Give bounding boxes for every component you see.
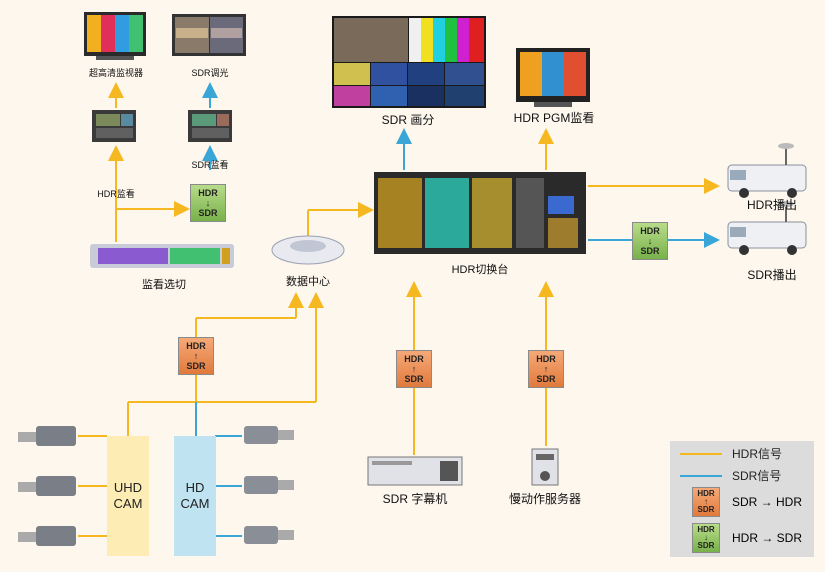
pgm-label: HDR PGM监看 bbox=[513, 111, 595, 125]
camera-icon bbox=[18, 476, 76, 496]
legend-down-converter: HDR ↓ SDR bbox=[692, 523, 720, 553]
down-converter-monitor: HDR ↓ SDR bbox=[190, 184, 226, 222]
legend-hdr-signal: HDR信号 bbox=[670, 445, 814, 465]
monitor-router-icon bbox=[90, 244, 234, 268]
sdr-broadcast-van-icon bbox=[727, 201, 807, 255]
conv-text: HDR bbox=[186, 341, 206, 351]
caption-generator-label: SDR 字幕机 bbox=[382, 492, 448, 506]
camera-icon bbox=[244, 476, 294, 494]
conv-text: HDR bbox=[640, 226, 660, 236]
switcher-label: HDR切换台 bbox=[451, 264, 509, 276]
uhd-cam-bar: UHD CAM bbox=[107, 436, 149, 556]
conv-text: SDR bbox=[697, 505, 715, 514]
uhd-monitor-icon bbox=[84, 12, 146, 60]
router-label: 监看选切 bbox=[142, 279, 186, 291]
hdr-monitoring-label: HDR监看 bbox=[97, 189, 135, 199]
conv-text: SDR bbox=[404, 374, 424, 384]
camera-icon bbox=[18, 426, 76, 446]
conv-text: HDR bbox=[404, 354, 424, 364]
camera-icon bbox=[244, 526, 294, 544]
multiview-screen-icon bbox=[332, 16, 486, 108]
sdr-broadcast-label: SDR播出 bbox=[747, 268, 797, 282]
conv-arrow: ↑ bbox=[704, 497, 708, 506]
uhd-cam-label-2: CAM bbox=[113, 496, 143, 511]
conv-text: SDR bbox=[536, 374, 556, 384]
hdr-switcher-icon bbox=[374, 172, 586, 254]
conv-text: SDR bbox=[697, 541, 715, 550]
conv-arrow: ↑ bbox=[543, 364, 549, 374]
legend-hdr-text: HDR信号 bbox=[732, 447, 782, 461]
uhd-camera-icons bbox=[18, 426, 76, 546]
pgm-monitor-icon bbox=[516, 48, 590, 107]
hd-camera-icons bbox=[244, 426, 294, 544]
conv-arrow: ↓ bbox=[704, 533, 708, 542]
conv-text: HDR bbox=[536, 354, 556, 364]
conv-text: HDR bbox=[697, 489, 715, 498]
hdr-broadcast-van-icon bbox=[727, 143, 807, 198]
legend-sdr-text: SDR信号 bbox=[732, 469, 782, 483]
up-converter-slowmo: HDR ↑ SDR bbox=[528, 350, 564, 388]
legend-up-converter: HDR ↑ SDR bbox=[692, 487, 720, 517]
data-center-icon bbox=[271, 235, 345, 265]
data-center-label: 数据中心 bbox=[286, 276, 330, 288]
up-converter-hd-cam: HDR ↑ SDR bbox=[178, 337, 214, 375]
up-converter-caption: HDR ↑ SDR bbox=[396, 350, 432, 388]
conv-text: HDR bbox=[198, 188, 218, 198]
conv-arrow: ↓ bbox=[205, 198, 211, 208]
sdr-adjust-label: SDR调光 bbox=[191, 68, 229, 78]
hd-cam-label-2: CAM bbox=[180, 496, 210, 511]
conv-text: HDR bbox=[697, 525, 715, 534]
multiview-label: SDR 画分 bbox=[381, 113, 435, 127]
camera-icon bbox=[244, 426, 294, 444]
hdr-broadcast-label: HDR播出 bbox=[747, 198, 797, 212]
conv-arrow: ↑ bbox=[193, 351, 199, 361]
hdr-waveform-monitor-icon bbox=[92, 110, 136, 142]
slowmo-server-label: 慢动作服务器 bbox=[508, 492, 582, 506]
uhd-cam-label-1: UHD bbox=[113, 480, 143, 495]
sdr-adjust-monitor-icon bbox=[172, 14, 246, 56]
conv-text: SDR bbox=[186, 361, 206, 371]
conv-arrow: ↑ bbox=[411, 364, 417, 374]
legend: HDR信号 SDR信号 HDR ↑ SDR SDR → HDR HDR ↓ SD… bbox=[670, 441, 814, 557]
camera-icon bbox=[18, 526, 76, 546]
sdr-waveform-monitor-icon bbox=[188, 110, 232, 142]
sdr-signal-lines bbox=[195, 82, 720, 537]
legend-sdr-signal: SDR信号 bbox=[670, 467, 814, 487]
conv-text: SDR bbox=[640, 246, 660, 256]
uhd-monitor-label: 超高清监视器 bbox=[88, 68, 144, 78]
conv-text: SDR bbox=[198, 208, 218, 218]
hd-cam-bar: HD CAM bbox=[174, 436, 216, 556]
sdr-monitoring-label: SDR监看 bbox=[191, 160, 229, 170]
legend-up-text: SDR → HDR bbox=[732, 495, 803, 509]
legend-sdr-line bbox=[680, 475, 722, 477]
caption-generator-icon bbox=[367, 456, 463, 486]
down-converter-output: HDR ↓ SDR bbox=[632, 222, 668, 260]
legend-hdr-line bbox=[680, 453, 722, 455]
conv-arrow: ↓ bbox=[647, 236, 653, 246]
hd-cam-label-1: HD bbox=[185, 480, 205, 495]
slowmo-server-icon bbox=[531, 448, 559, 486]
legend-down-text: HDR → SDR bbox=[732, 531, 803, 545]
